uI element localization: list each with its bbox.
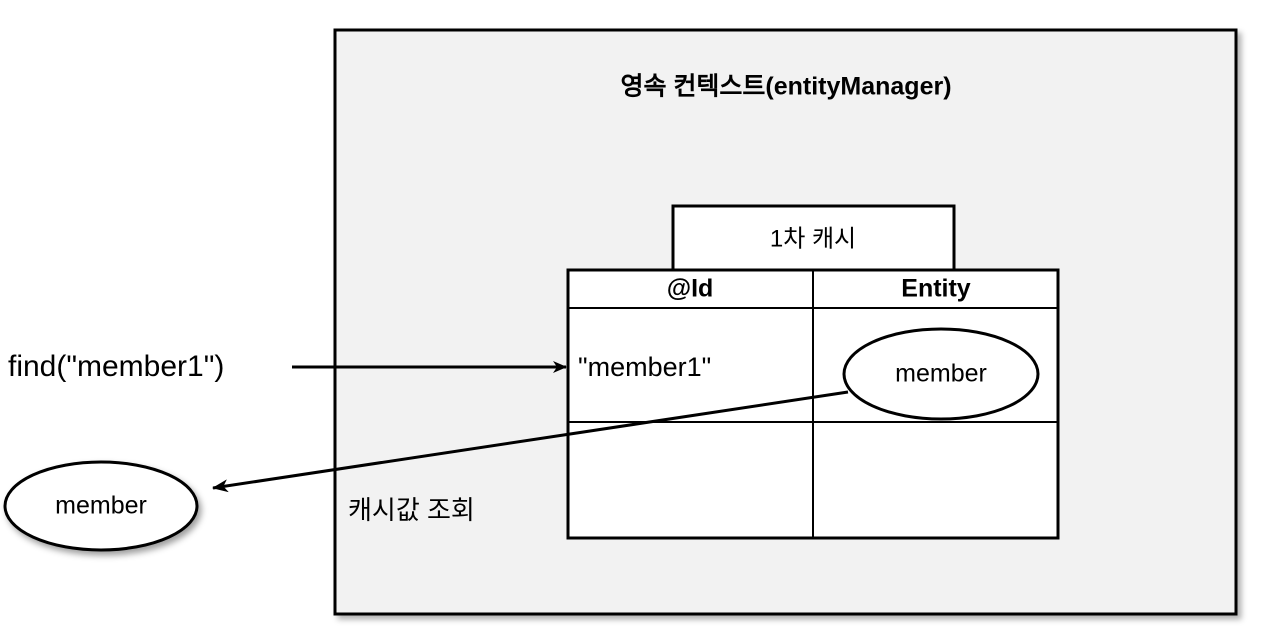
returned-member-ellipse <box>3 460 199 552</box>
cached-member-ellipse <box>842 327 1040 421</box>
cache-table: @Id Entity "member1" <box>566 268 1060 540</box>
first-level-cache-tab: 1차 캐시 <box>671 204 956 274</box>
cache-table-header-id: @Id <box>667 275 714 303</box>
find-call-edge: find("member1") <box>8 350 567 383</box>
cache-hit-return-edge: 캐시값 조회 <box>212 390 849 525</box>
returned-member-entity-node: member <box>3 460 199 552</box>
cache-table-row-1-id: "member1" <box>578 352 711 382</box>
first-level-cache-tab-box <box>671 204 956 274</box>
cache-table-header-entity: Entity <box>901 275 971 303</box>
cached-member-entity-node: member <box>842 327 1040 421</box>
returned-member-label: member <box>55 492 147 520</box>
find-call-label: find("member1") <box>8 350 224 383</box>
persistence-context-title: 영속 컨텍스트(entityManager) <box>620 73 951 101</box>
cache-hit-return-label: 캐시값 조회 <box>348 495 475 525</box>
cache-hit-return-arrow <box>212 390 849 493</box>
cached-member-label: member <box>895 360 987 388</box>
first-level-cache-tab-label: 1차 캐시 <box>770 225 856 252</box>
